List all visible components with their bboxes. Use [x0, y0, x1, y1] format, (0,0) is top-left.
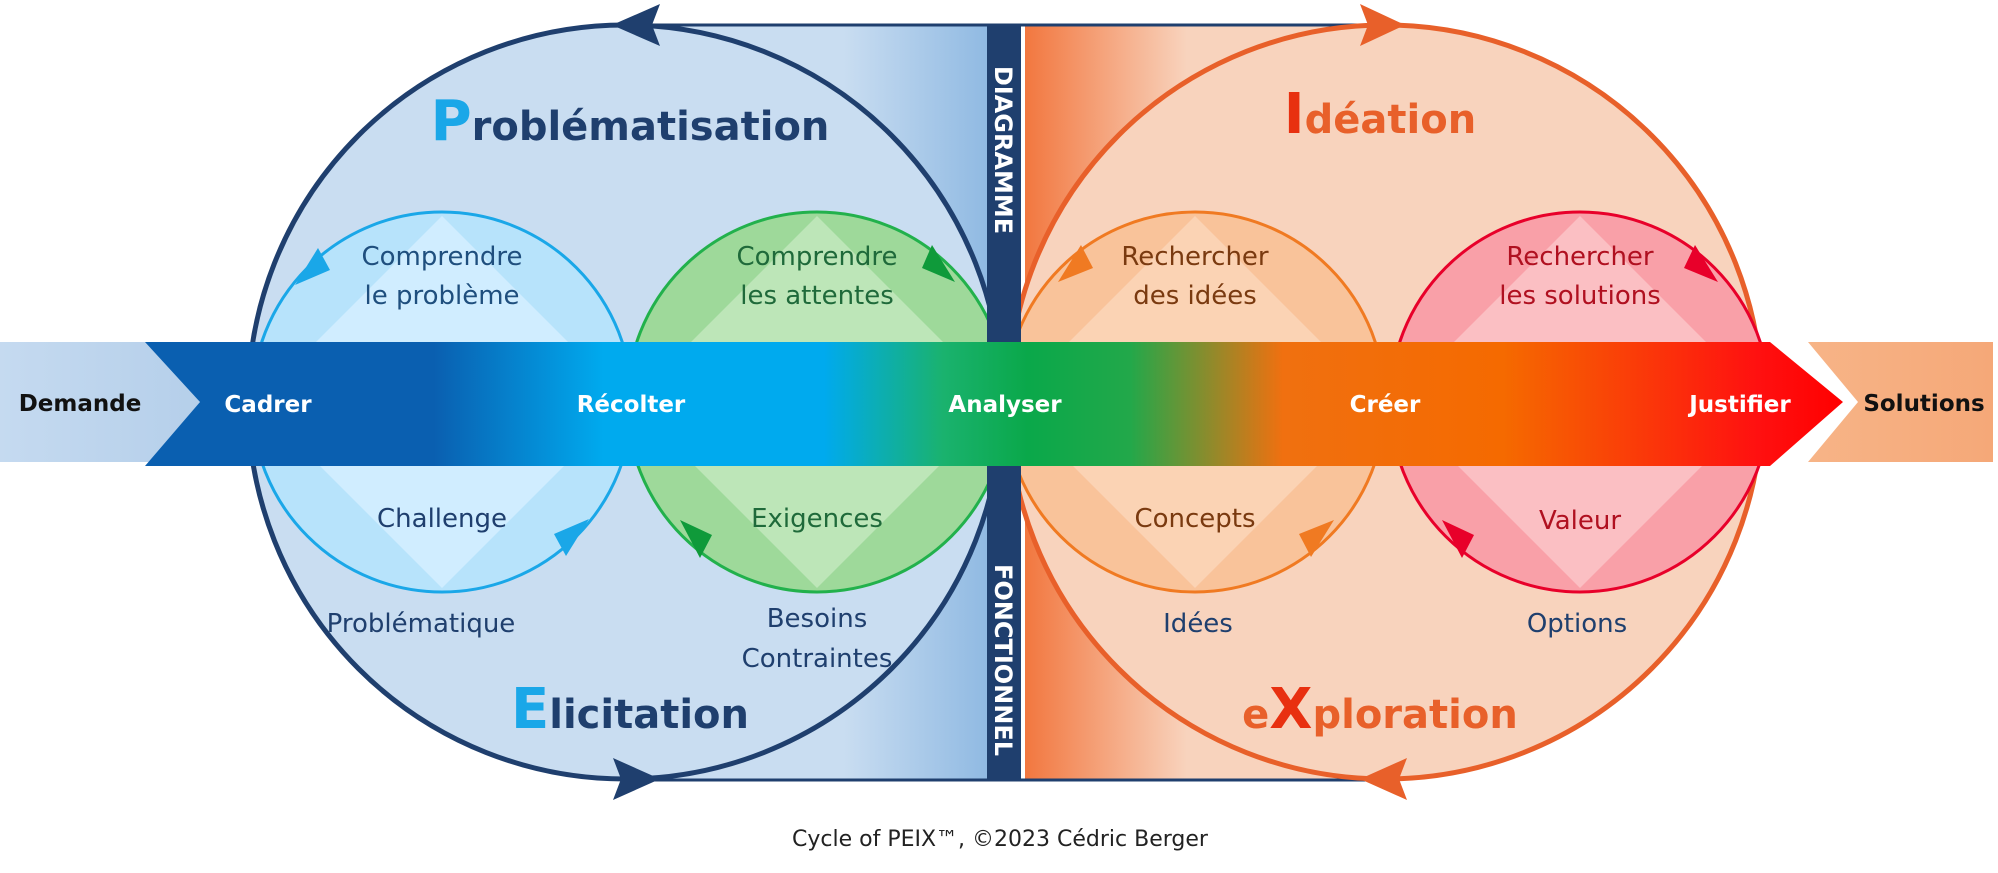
- output-problematique: Problématique: [327, 609, 516, 639]
- output-contraintes: Contraintes: [742, 644, 893, 674]
- output-besoins: Besoins: [767, 604, 868, 634]
- cadrer-label: Cadrer: [224, 392, 312, 418]
- arrow-top-left: [612, 4, 660, 46]
- circle3-top-line1: Rechercher: [1121, 242, 1269, 272]
- circle2-top-line2: les attentes: [740, 281, 894, 311]
- circle1-bottom: Challenge: [377, 504, 507, 534]
- circle1-top-line1: Comprendre: [361, 242, 522, 272]
- caption: Cycle of PEIX™, ©2023 Cédric Berger: [792, 827, 1209, 852]
- output-options: Options: [1527, 609, 1627, 639]
- title-ideation: Idéation: [1284, 82, 1476, 147]
- analyser-label: Analyser: [948, 392, 1062, 418]
- circle2-bottom: Exigences: [751, 504, 883, 534]
- title-problematisation: Problématisation: [431, 89, 830, 154]
- circle3-top-line2: des idées: [1133, 281, 1257, 311]
- center-top-label: DIAGRAMME: [989, 66, 1017, 234]
- title-exploration: eXploration: [1242, 677, 1518, 742]
- center-bottom-label: FONCTIONNEL: [989, 564, 1017, 756]
- circle4-bottom: Valeur: [1539, 506, 1621, 536]
- circle4-top-line1: Rechercher: [1506, 242, 1654, 272]
- demande-chevron: [0, 342, 200, 462]
- circle3-bottom: Concepts: [1134, 504, 1255, 534]
- solutions-label: Solutions: [1863, 391, 1984, 417]
- justifier-label: Justifier: [1687, 392, 1791, 418]
- arrow-bottom-right: [1360, 758, 1407, 800]
- solutions-chevron: [1808, 342, 1993, 462]
- process-band: [145, 342, 1843, 466]
- arrow-bottom-left: [613, 758, 660, 800]
- circle2-top-line1: Comprendre: [736, 242, 897, 272]
- circle1-top-line2: le problème: [364, 281, 519, 311]
- recolter-label: Récolter: [577, 392, 686, 418]
- circle4-top-line2: les solutions: [1499, 281, 1661, 311]
- creer-label: Créer: [1350, 392, 1421, 418]
- arrow-top-right: [1360, 4, 1405, 46]
- demande-label: Demande: [19, 391, 142, 417]
- output-idees: Idées: [1163, 609, 1233, 639]
- title-elicitation: Elicitation: [511, 677, 749, 742]
